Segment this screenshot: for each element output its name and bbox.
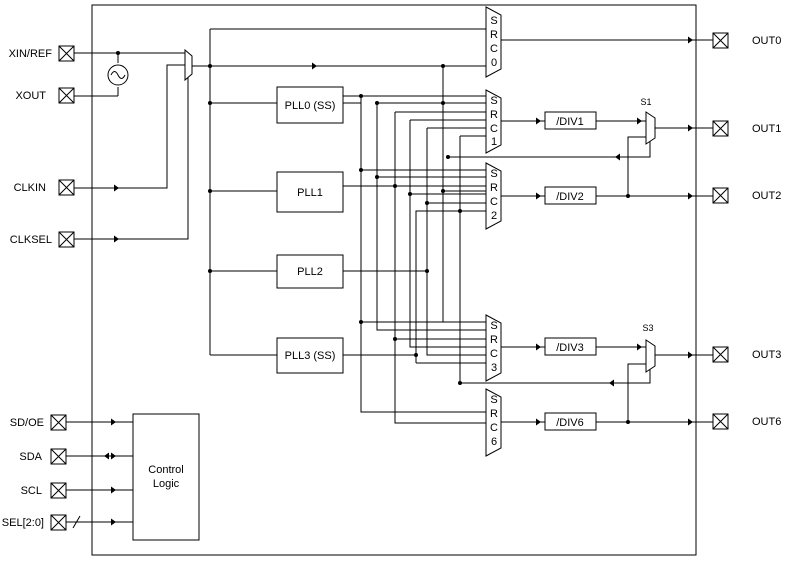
input-mux bbox=[74, 48, 193, 243]
pin-label-xin-ref: XIN/REF bbox=[9, 48, 53, 60]
pin-label-sda: SDA bbox=[19, 451, 42, 463]
div1-block: /DIV1 bbox=[544, 111, 597, 130]
svg-text:Control: Control bbox=[148, 464, 183, 476]
pin-label-clksel: CLKSEL bbox=[10, 234, 52, 246]
svg-text:S: S bbox=[490, 15, 497, 27]
pin-scl: SCL bbox=[21, 482, 67, 499]
crystal-oscillator-icon bbox=[74, 51, 129, 97]
src2-mux: S R C 2 bbox=[485, 162, 502, 230]
svg-text:S: S bbox=[490, 95, 497, 107]
svg-text:0: 0 bbox=[491, 57, 497, 69]
pll1-label: PLL1 bbox=[297, 187, 323, 199]
svg-text:R: R bbox=[490, 29, 498, 41]
src6-mux: S R C 6 bbox=[485, 388, 502, 457]
pll2-label: PLL2 bbox=[297, 266, 323, 278]
svg-text:3: 3 bbox=[491, 362, 497, 374]
pin-out6: OUT6 bbox=[712, 413, 781, 430]
svg-text:/DIV3: /DIV3 bbox=[556, 342, 584, 354]
s3-switch: S3 bbox=[458, 323, 656, 424]
s1-switch: S1 bbox=[446, 97, 656, 198]
pin-label-out3: OUT3 bbox=[752, 349, 781, 361]
pll3-label: PLL3 (SS) bbox=[285, 350, 336, 362]
control-wires bbox=[66, 418, 133, 529]
control-logic-block: Control Logic bbox=[132, 413, 200, 541]
pin-clksel: CLKSEL bbox=[10, 231, 75, 248]
pin-label-out1: OUT1 bbox=[752, 123, 781, 135]
svg-text:R: R bbox=[490, 109, 498, 121]
div6-block: /DIV6 bbox=[544, 412, 597, 431]
div3-block: /DIV3 bbox=[544, 337, 597, 356]
pin-label-scl: SCL bbox=[21, 485, 42, 497]
pin-sd-oe: SD/OE bbox=[10, 414, 67, 431]
svg-text:/DIV1: /DIV1 bbox=[556, 116, 584, 128]
svg-text:S: S bbox=[490, 320, 497, 332]
pin-label-xout: XOUT bbox=[15, 90, 46, 102]
svg-text:1: 1 bbox=[491, 136, 497, 148]
pll1-block: PLL1 bbox=[276, 171, 344, 213]
pin-sda: SDA bbox=[19, 448, 67, 465]
pin-label-sel: SEL[2:0] bbox=[2, 517, 44, 529]
output-wires bbox=[501, 36, 713, 426]
src1-mux: S R C 1 bbox=[485, 89, 502, 154]
pin-out3: OUT3 bbox=[712, 346, 781, 363]
pll0-label: PLL0 (SS) bbox=[285, 100, 336, 112]
svg-text:C: C bbox=[490, 123, 498, 135]
div2-block: /DIV2 bbox=[544, 186, 597, 205]
src3-mux: S R C 3 bbox=[485, 314, 502, 382]
pin-clkin: CLKIN bbox=[14, 179, 75, 196]
pin-label-out2: OUT2 bbox=[752, 190, 781, 202]
pin-label-out0: OUT0 bbox=[752, 35, 781, 47]
pin-label-out6: OUT6 bbox=[752, 416, 781, 428]
pin-out1: OUT1 bbox=[712, 120, 781, 137]
pin-xout: XOUT bbox=[15, 87, 75, 104]
svg-text:C: C bbox=[490, 422, 498, 434]
svg-text:S: S bbox=[490, 168, 497, 180]
pin-out0: OUT0 bbox=[712, 32, 781, 49]
svg-text:Logic: Logic bbox=[153, 478, 180, 490]
svg-text:/DIV6: /DIV6 bbox=[556, 417, 584, 429]
svg-text:R: R bbox=[490, 182, 498, 194]
pll3-block: PLL3 (SS) bbox=[276, 337, 344, 374]
pin-label-sd-oe: SD/OE bbox=[10, 417, 44, 429]
src-to-div-wires bbox=[501, 117, 545, 426]
pll2-block: PLL2 bbox=[276, 254, 344, 289]
svg-text:S: S bbox=[490, 394, 497, 406]
svg-text:C: C bbox=[490, 348, 498, 360]
svg-text:2: 2 bbox=[491, 210, 497, 222]
pin-out2: OUT2 bbox=[712, 187, 781, 204]
svg-text:R: R bbox=[490, 408, 498, 420]
reference-bus bbox=[192, 28, 486, 356]
svg-text:S3: S3 bbox=[642, 323, 653, 333]
pin-sel: SEL[2:0] bbox=[2, 514, 67, 531]
svg-text:/DIV2: /DIV2 bbox=[556, 191, 584, 203]
svg-text:C: C bbox=[490, 196, 498, 208]
pll0-block: PLL0 (SS) bbox=[276, 86, 344, 124]
pin-label-clkin: CLKIN bbox=[14, 182, 46, 194]
pin-xin-ref: XIN/REF bbox=[9, 45, 75, 62]
src0-mux: S R C 0 bbox=[485, 6, 502, 78]
svg-text:C: C bbox=[490, 43, 498, 55]
svg-text:6: 6 bbox=[491, 436, 497, 448]
svg-text:R: R bbox=[490, 334, 498, 346]
svg-text:S1: S1 bbox=[640, 97, 651, 107]
